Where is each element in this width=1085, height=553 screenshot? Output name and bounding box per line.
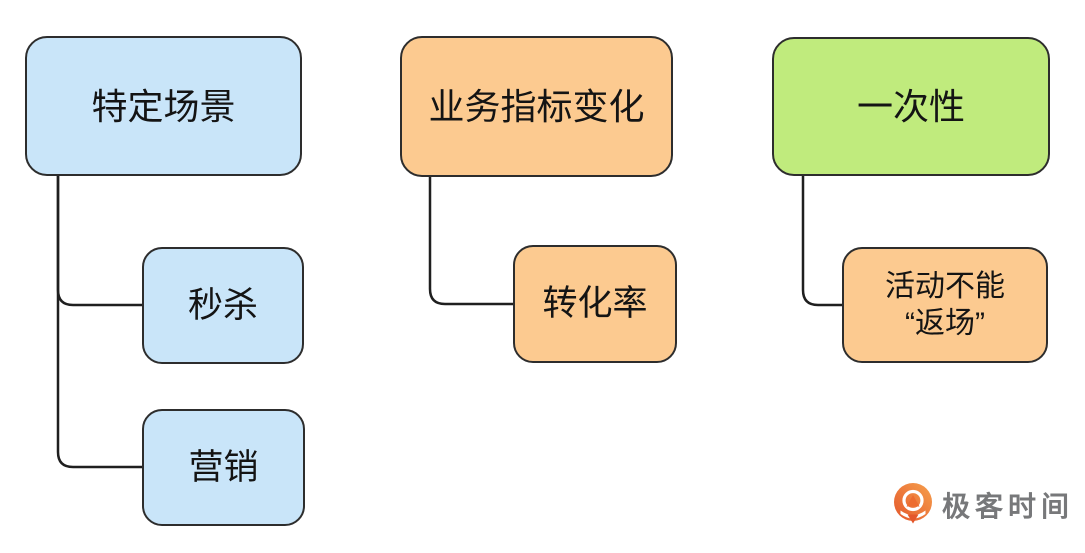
connector-specific-scene-to-marketing	[56, 174, 144, 469]
node-conversion-rate: 转化率	[513, 245, 677, 363]
geektime-pin-icon	[894, 483, 932, 524]
connector-onetime-to-norerun	[801, 174, 844, 307]
geektime-logo: 极客时间	[893, 483, 1074, 527]
node-conversion-rate-label: 转化率	[542, 284, 648, 324]
node-marketing: 营销	[142, 409, 305, 526]
node-one-time-label: 一次性	[856, 86, 965, 127]
connector-metric-to-conversion	[428, 175, 515, 306]
connector-specific-scene-to-seckill	[56, 174, 144, 307]
node-business-metric-change: 业务指标变化	[400, 36, 673, 177]
node-business-metric-change-label: 业务指标变化	[428, 86, 645, 127]
node-activity-no-rerun: 活动不能 “返场”	[842, 247, 1048, 363]
node-specific-scene-label: 特定场景	[91, 85, 236, 127]
node-seckill-label: 秒杀	[187, 285, 258, 325]
node-activity-no-rerun-label-line1: 活动不能	[885, 269, 1005, 303]
node-activity-no-rerun-label-line2: “返场”	[905, 307, 985, 340]
node-marketing-label: 营销	[188, 447, 259, 487]
geektime-logo-text: 极客时间	[942, 491, 1075, 522]
node-specific-scene: 特定场景	[25, 36, 302, 176]
node-one-time: 一次性	[772, 37, 1050, 176]
node-seckill: 秒杀	[142, 247, 304, 364]
